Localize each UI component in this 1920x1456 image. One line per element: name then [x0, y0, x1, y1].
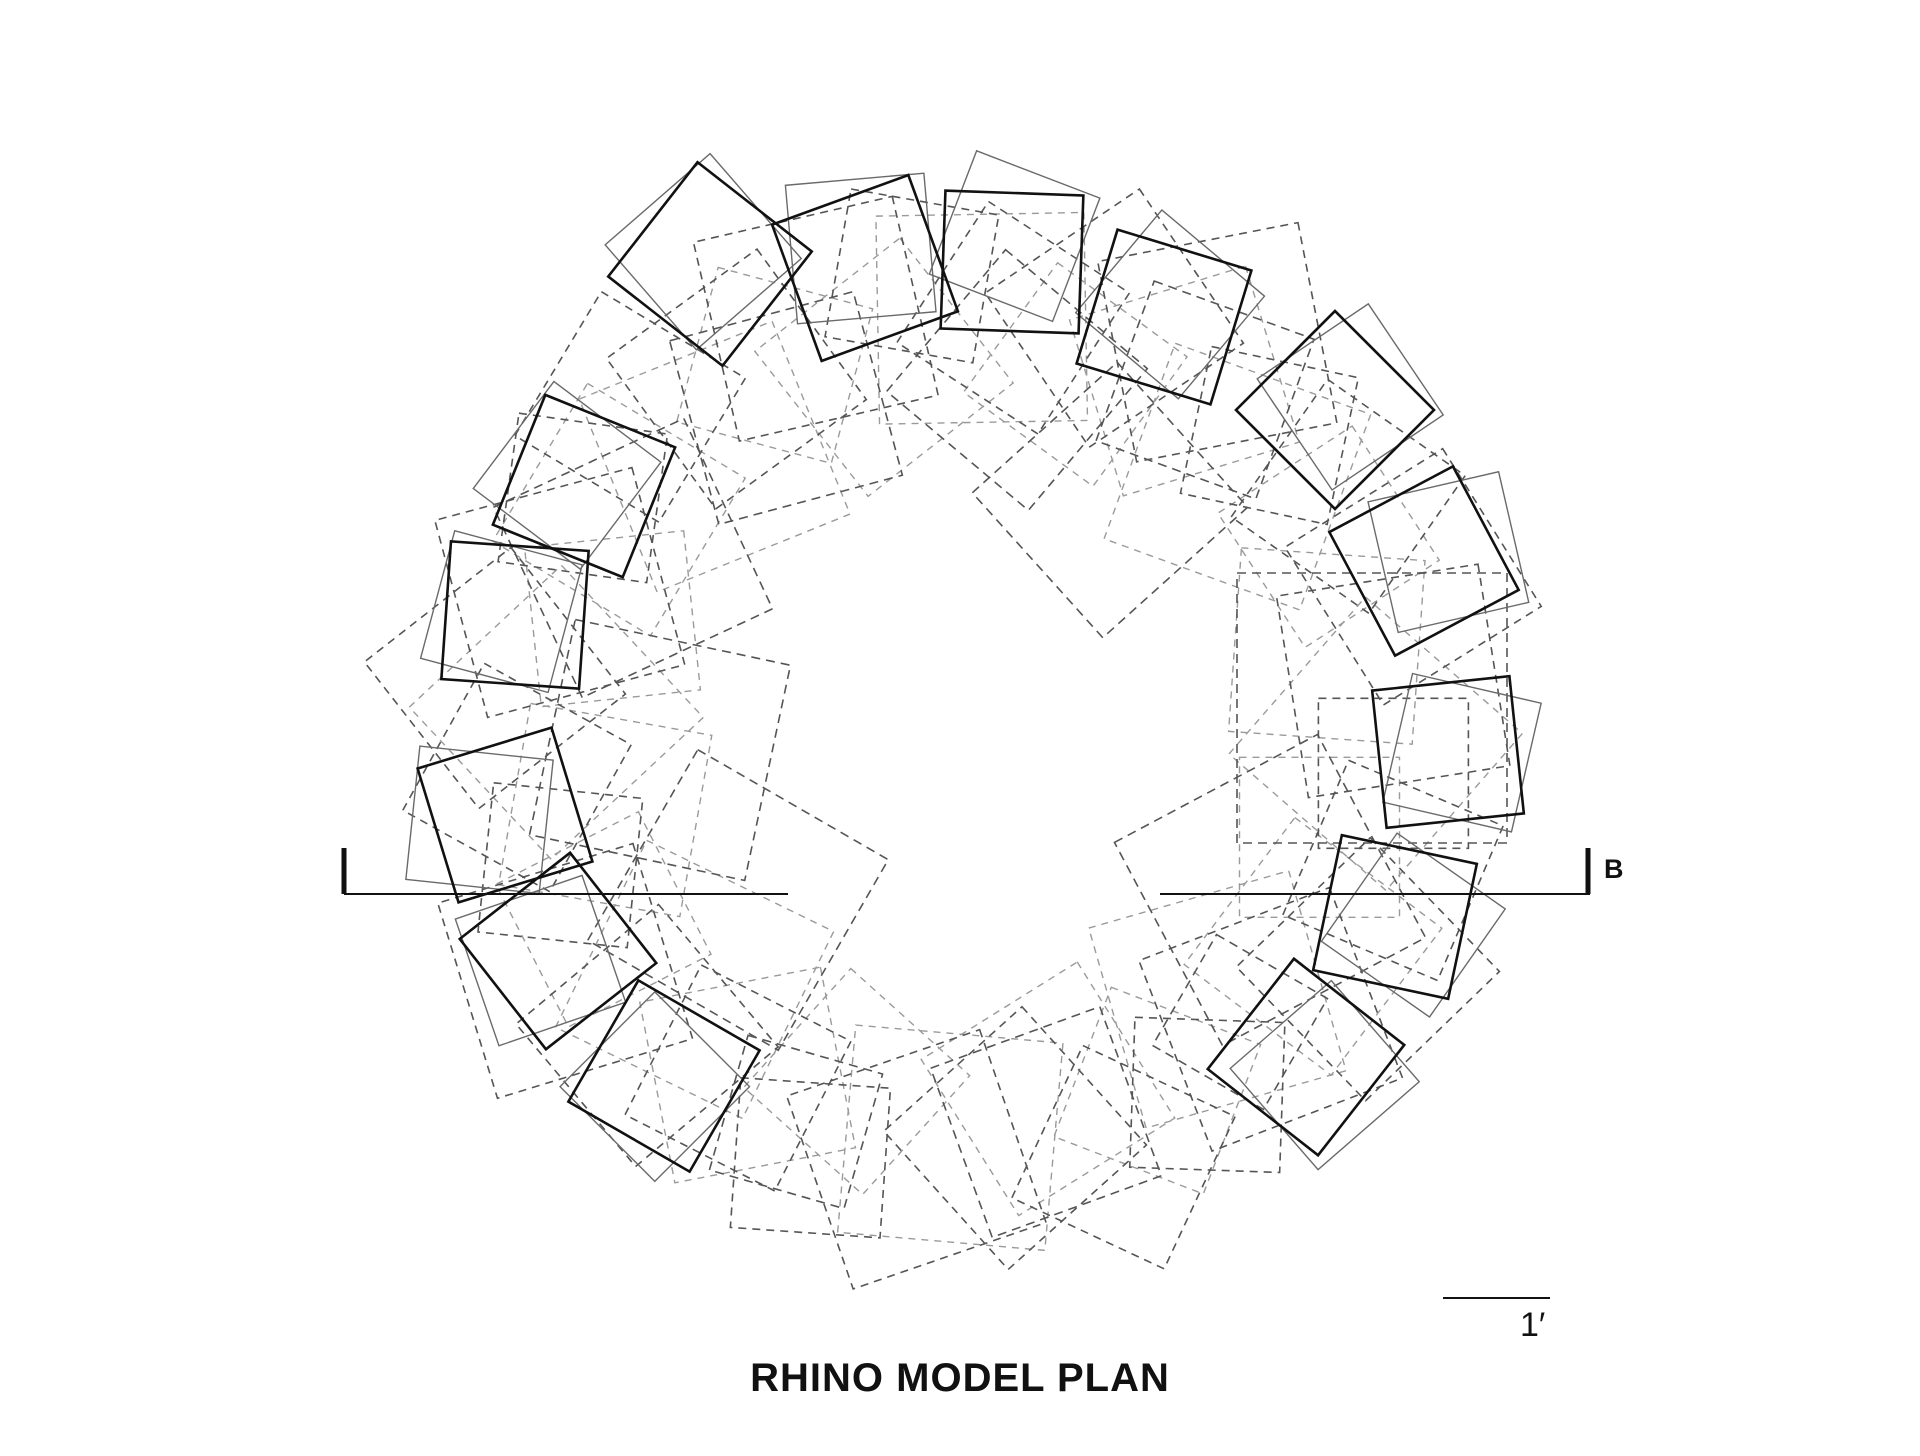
faint-hidden-module	[1227, 547, 1426, 745]
faint-hidden-module	[1227, 595, 1524, 892]
hidden-module	[984, 187, 1245, 449]
underlying-module	[1074, 209, 1266, 400]
section-marker-label: B	[1604, 854, 1624, 884]
hidden-module	[363, 546, 627, 810]
faint-hidden-module	[491, 382, 747, 637]
hidden-module	[605, 247, 868, 511]
faint-hidden-module	[494, 810, 712, 1028]
ring-module	[606, 160, 814, 368]
underlying-module	[419, 529, 584, 694]
ring-module	[1370, 674, 1526, 830]
faint-hidden-module	[408, 564, 705, 861]
hidden-module	[929, 1005, 1163, 1239]
ring-module	[1327, 464, 1521, 658]
ring-module	[939, 189, 1085, 335]
faint-hidden-module	[554, 839, 835, 1120]
ring-module	[1234, 309, 1436, 511]
hidden-module	[1128, 1016, 1286, 1174]
hidden-module	[1281, 759, 1505, 982]
faint-hidden-module	[638, 966, 857, 1184]
hidden-module	[477, 781, 644, 949]
hidden-module	[513, 290, 747, 524]
hidden-module	[895, 200, 1131, 436]
hidden-lines	[363, 187, 1543, 1290]
underlying-module	[604, 152, 803, 351]
scale-bar-label: 1′	[1520, 1306, 1546, 1344]
faint-hidden-module	[962, 261, 1189, 488]
ring-module	[566, 978, 762, 1174]
ring-module	[1074, 227, 1254, 407]
faint-hidden-module	[920, 961, 1176, 1217]
hidden-module	[433, 466, 686, 719]
hidden-module	[401, 662, 633, 893]
hidden-module	[1230, 378, 1467, 615]
hidden-module	[729, 1076, 892, 1239]
hidden-module	[971, 361, 1249, 639]
hidden-module	[882, 1005, 1148, 1271]
underlying-module	[1320, 832, 1507, 1018]
hidden-module	[1317, 697, 1470, 850]
faint-hidden-module	[836, 1024, 1064, 1252]
hidden-module	[1235, 836, 1501, 1102]
underlying-module	[784, 172, 937, 325]
faint-hidden-module	[497, 702, 713, 918]
faint-hidden-module	[1216, 425, 1441, 649]
faint-hidden-module	[675, 266, 874, 465]
hidden-module	[785, 1028, 1048, 1290]
ring-module	[415, 725, 595, 905]
hidden-module	[497, 412, 669, 584]
underlying-module	[472, 380, 662, 571]
faint-hidden-module	[1087, 869, 1347, 1129]
hidden-module	[885, 248, 1149, 512]
underlying-module	[1367, 470, 1530, 634]
hidden-module	[1137, 886, 1404, 1153]
hidden-module	[492, 417, 774, 699]
underlying-module	[454, 874, 627, 1047]
hidden-module	[1113, 733, 1427, 1047]
ring-module	[491, 393, 677, 579]
hidden-module	[824, 188, 1000, 364]
ring-module	[1205, 956, 1407, 1158]
hidden-module	[692, 195, 940, 442]
faint-hidden-module	[1183, 816, 1443, 1077]
underlying-module	[1382, 672, 1542, 833]
faint-hidden-module	[578, 320, 851, 593]
faint-hidden-module	[1053, 986, 1262, 1195]
hidden-module	[1151, 933, 1329, 1111]
underlying-module	[405, 745, 554, 895]
faint-hidden-module	[1238, 756, 1401, 918]
hidden-module	[436, 842, 694, 1100]
underlying-module	[1256, 302, 1445, 491]
faint-hidden-module	[1068, 265, 1301, 497]
ring-modules	[415, 160, 1526, 1174]
underlying-module	[1229, 979, 1421, 1171]
drawing-title: RHINO MODEL PLAN	[750, 1356, 1170, 1400]
underlying-module	[928, 149, 1101, 323]
hidden-module	[514, 903, 780, 1168]
faint-hidden-module	[742, 967, 971, 1196]
ring-module	[1311, 833, 1479, 1001]
section-cut-line	[341, 848, 1591, 895]
hidden-module	[708, 1034, 884, 1210]
faint-hidden-module	[1103, 342, 1372, 611]
hidden-module	[528, 618, 792, 882]
hidden-module	[1010, 1044, 1237, 1270]
ring-module	[770, 173, 960, 363]
hidden-module	[586, 748, 890, 1052]
ring-module	[457, 850, 659, 1052]
underlying-module	[559, 990, 751, 1183]
hidden-module	[1236, 572, 1508, 844]
ring-module	[439, 539, 591, 691]
faint-hidden-module	[523, 530, 702, 708]
faint-hidden-module	[875, 211, 1089, 425]
hidden-module	[1283, 447, 1543, 707]
hidden-module	[1275, 563, 1511, 799]
hidden-module	[1096, 221, 1338, 463]
